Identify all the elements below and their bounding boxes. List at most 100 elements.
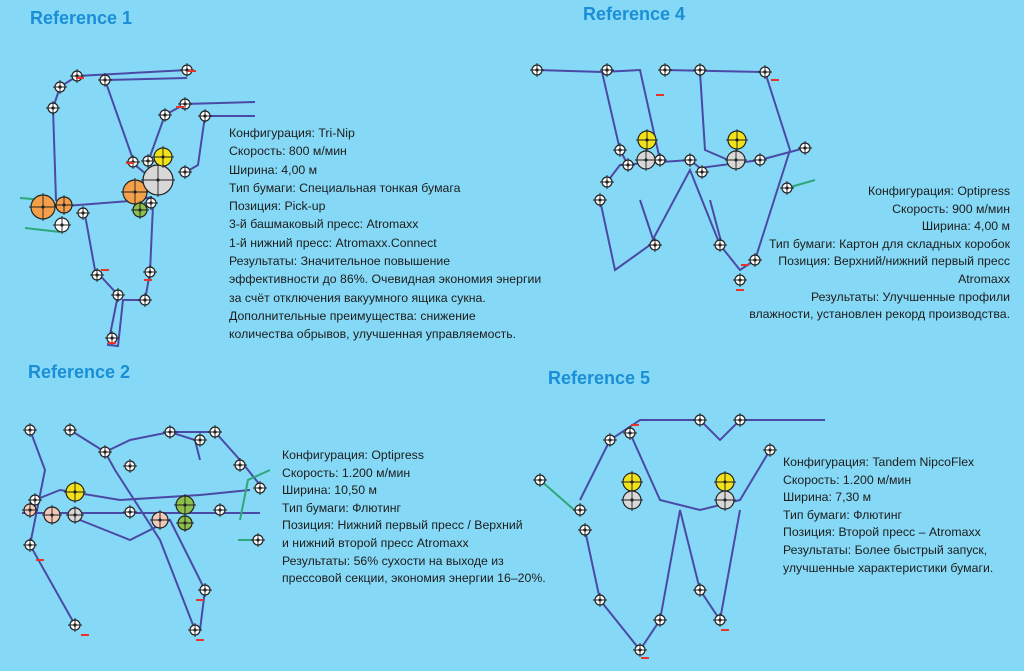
description-line: влажности, установлен рекорд производств… bbox=[749, 307, 1010, 322]
description-line: Ширина: 4,00 м bbox=[229, 162, 318, 177]
felt-line bbox=[147, 101, 256, 163]
reference-1-title: Reference 1 bbox=[30, 8, 133, 28]
description-line: Конфигурация: Optipress bbox=[282, 448, 424, 462]
roll-center-icon bbox=[51, 106, 55, 110]
roll-center-icon bbox=[156, 178, 160, 182]
reference-2-title: Reference 2 bbox=[28, 362, 131, 382]
roll-center-icon bbox=[653, 243, 657, 247]
roll-center-icon bbox=[198, 438, 202, 442]
roll-center-icon bbox=[718, 243, 722, 247]
description-line: Тип бумаги: Специальная тонкая бумага bbox=[229, 180, 461, 195]
description-line: 3-й башмаковый пресс: Atromaxx bbox=[229, 217, 419, 232]
roll-center-icon bbox=[538, 478, 542, 482]
felt-line bbox=[185, 115, 255, 173]
roll-center-icon bbox=[753, 258, 757, 262]
roll-center-icon bbox=[734, 158, 738, 162]
description-line: Конфигурация: Tri-Nip bbox=[229, 126, 355, 140]
roll-center-icon bbox=[128, 464, 132, 468]
roll-center-icon bbox=[785, 186, 789, 190]
description-line: Позиция: Pick-up bbox=[229, 199, 326, 214]
felt-line bbox=[103, 77, 188, 183]
reference-4-title: Reference 4 bbox=[583, 4, 686, 24]
description-line: и нижний второй пресс Atromaxx bbox=[282, 535, 469, 550]
roll-center-icon bbox=[658, 158, 662, 162]
description-line: за счёт отключения вакуумного ящика сукн… bbox=[229, 290, 486, 305]
roll-center-icon bbox=[116, 293, 120, 297]
roll-center-icon bbox=[146, 159, 150, 163]
felt-line bbox=[606, 147, 806, 183]
roll-center-icon bbox=[95, 273, 99, 277]
felt-line bbox=[239, 469, 271, 521]
description-line: Скорость: 1.200 м/мин bbox=[282, 465, 411, 480]
roll-center-icon bbox=[58, 85, 62, 89]
felt-line bbox=[24, 227, 61, 233]
roll-center-icon bbox=[168, 430, 172, 434]
description-line: Ширина: 7,30 м bbox=[783, 490, 872, 505]
roll-center-icon bbox=[185, 68, 189, 72]
roll-center-icon bbox=[663, 68, 667, 72]
roll-center-icon bbox=[608, 438, 612, 442]
roll-center-icon bbox=[630, 498, 634, 502]
roll-center-icon bbox=[698, 418, 702, 422]
description-line: эффективности до 86%. Очевидная экономия… bbox=[229, 272, 542, 287]
roll-center-icon bbox=[213, 430, 217, 434]
roll-center-icon bbox=[258, 486, 262, 490]
roll-center-icon bbox=[688, 158, 692, 162]
felt-line bbox=[639, 199, 656, 246]
roll-center-icon bbox=[626, 163, 630, 167]
felt-line bbox=[69, 429, 196, 631]
roll-center-icon bbox=[718, 618, 722, 622]
roll-center-icon bbox=[33, 498, 37, 502]
roll-center-icon bbox=[183, 521, 187, 525]
roll-center-icon bbox=[73, 623, 77, 627]
roll-center-icon bbox=[75, 74, 79, 78]
description-line: Скорость: 1.200 м/мин bbox=[783, 472, 912, 487]
felt-line bbox=[84, 204, 154, 348]
roll-center-icon bbox=[73, 490, 77, 494]
roll-center-icon bbox=[738, 418, 742, 422]
roll-center-icon bbox=[161, 155, 165, 159]
roll-center-icon bbox=[28, 543, 32, 547]
roll-center-icon bbox=[138, 208, 142, 212]
roll-center-icon bbox=[68, 428, 72, 432]
description-line: количества обрывов, улучшенная управляем… bbox=[229, 327, 517, 342]
roll-center-icon bbox=[163, 113, 167, 117]
description-line: Результаты: Улучшенные профили bbox=[810, 289, 1010, 304]
felt-line bbox=[536, 69, 629, 166]
roll-center-icon bbox=[723, 480, 727, 484]
description-line: Конфигурация: Optipress bbox=[868, 184, 1010, 198]
roll-center-icon bbox=[73, 513, 77, 517]
description-line: Результаты: Значительное повышение bbox=[229, 254, 451, 269]
roll-center-icon bbox=[758, 158, 762, 162]
felt-line bbox=[601, 68, 661, 161]
roll-center-icon bbox=[183, 170, 187, 174]
felt-line bbox=[629, 432, 771, 512]
roll-center-icon bbox=[628, 431, 632, 435]
felt-line bbox=[170, 431, 261, 486]
roll-center-icon bbox=[143, 298, 147, 302]
roll-center-icon bbox=[738, 278, 742, 282]
felt-line bbox=[34, 488, 251, 502]
description-line: Позиция: Нижний первый пресс / Верхний bbox=[282, 518, 523, 533]
description-line: Дополнительные преимущества: снижение bbox=[229, 308, 476, 323]
roll-center-icon bbox=[605, 180, 609, 184]
description-line: улучшенные характеристики бумаги. bbox=[783, 560, 994, 575]
description-line: 1-й нижний пресс: Atromaxx.Connect bbox=[229, 235, 437, 250]
description-line: Результаты: Более быстрый запуск, bbox=[783, 542, 988, 557]
roll-center-icon bbox=[193, 628, 197, 632]
roll-center-icon bbox=[158, 518, 162, 522]
roll-center-icon bbox=[723, 498, 727, 502]
roll-center-icon bbox=[735, 138, 739, 142]
roll-center-icon bbox=[218, 508, 222, 512]
roll-center-icon bbox=[700, 170, 704, 174]
roll-center-icon bbox=[698, 68, 702, 72]
roll-center-icon bbox=[645, 138, 649, 142]
description-line: Позиция: Второй пресс – Atromaxx bbox=[783, 525, 981, 540]
roll-center-icon bbox=[803, 146, 807, 150]
description-line: Результаты: 56% сухости на выходе из bbox=[282, 553, 504, 568]
felt-line bbox=[104, 430, 201, 461]
roll-center-icon bbox=[183, 102, 187, 106]
